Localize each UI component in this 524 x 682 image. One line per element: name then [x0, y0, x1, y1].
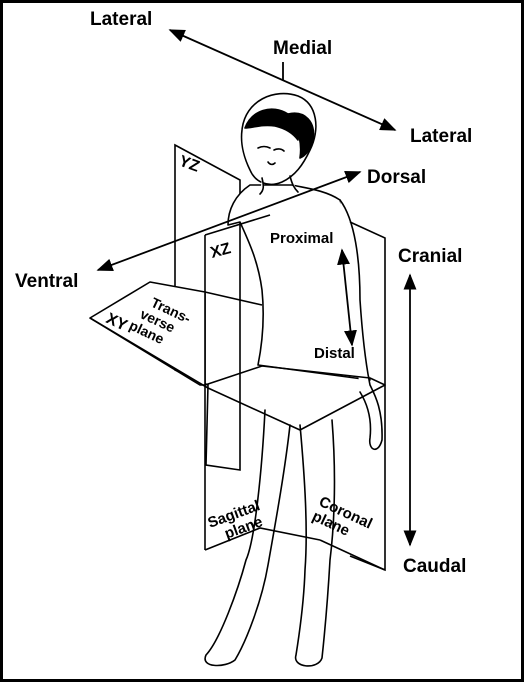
label-lateral-left: Lateral: [90, 9, 152, 30]
label-dorsal: Dorsal: [367, 167, 426, 188]
label-ventral: Ventral: [15, 271, 78, 292]
proximal-distal-arrow: [337, 248, 357, 347]
label-cranial: Cranial: [398, 246, 462, 267]
label-xz: XZ: [209, 240, 233, 262]
label-caudal: Caudal: [403, 556, 466, 577]
axis-arrows: [96, 29, 417, 547]
label-medial: Medial: [273, 38, 332, 59]
label-yz: YZ: [177, 153, 202, 176]
label-proximal: Proximal: [270, 230, 333, 247]
transverse-plane: [89, 281, 386, 431]
label-distal: Distal: [314, 345, 355, 362]
anatomical-planes-diagram: Lateral Medial Lateral Dorsal Ventral Cr…: [15, 9, 472, 667]
label-lateral-right: Lateral: [410, 126, 472, 147]
ventral-dorsal-axis-arrow: [96, 171, 362, 271]
